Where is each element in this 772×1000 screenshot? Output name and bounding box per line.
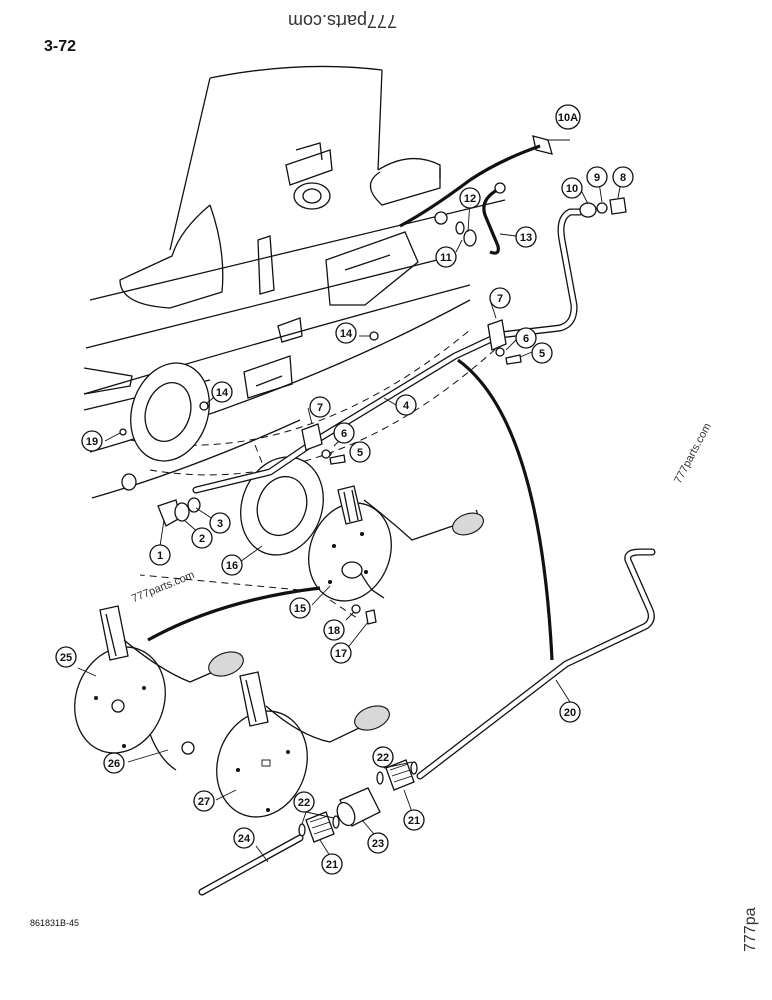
callout-15: 15 — [289, 597, 311, 619]
callout-label: 11 — [440, 252, 452, 264]
callout-label: 6 — [523, 333, 529, 345]
callout-8: 8 — [612, 166, 634, 188]
callout-label: 21 — [326, 859, 338, 871]
callout-2: 2 — [191, 527, 213, 549]
callout-10a: 10A — [555, 104, 581, 130]
callout-label: 23 — [372, 838, 384, 850]
callout-label: 7 — [497, 293, 503, 305]
gasket — [240, 456, 324, 556]
callout-4: 4 — [395, 394, 417, 416]
callout-label: 14 — [216, 387, 229, 399]
callout-label: 24 — [238, 833, 251, 845]
callout-25: 25 — [55, 646, 77, 668]
callout-19: 19 — [81, 430, 103, 452]
callout-13: 13 — [515, 226, 537, 248]
callout-12: 12 — [459, 187, 481, 209]
callout-label: 22 — [298, 797, 310, 809]
callout-label: 8 — [620, 172, 626, 184]
callout-26: 26 — [103, 752, 125, 774]
callout-label: 20 — [564, 707, 576, 719]
callout-label: 5 — [357, 447, 363, 459]
sending-unit-lower — [216, 671, 390, 818]
callout-label: 9 — [594, 172, 600, 184]
filter-assembly — [298, 759, 418, 843]
callout-label: 5 — [539, 348, 545, 360]
callout-27: 27 — [193, 790, 215, 812]
callout-label: 13 — [520, 232, 532, 244]
callout-18: 18 — [323, 619, 345, 641]
callout-5b: 5 — [531, 342, 553, 364]
callout-label: 2 — [199, 533, 205, 545]
callout-21a: 21 — [403, 809, 425, 831]
callout-label: 10A — [558, 112, 578, 124]
callout-17: 17 — [330, 642, 352, 664]
fitting-assembly — [121, 473, 201, 527]
callout-label: 12 — [464, 193, 476, 205]
callout-11: 11 — [435, 246, 457, 268]
return-hose-arc — [147, 358, 554, 661]
callout-label: 4 — [403, 400, 410, 412]
callout-5a: 5 — [349, 441, 371, 463]
sending-unit-upper — [308, 485, 484, 602]
callout-label: 15 — [294, 603, 306, 615]
callout-22b: 22 — [293, 791, 315, 813]
callout-label: 7 — [317, 402, 323, 414]
fuel-line-24 — [198, 834, 304, 896]
callout-label: 10 — [566, 183, 578, 195]
callout-label: 17 — [335, 648, 347, 660]
fuel-line-upper — [192, 208, 584, 494]
callout-20: 20 — [559, 701, 581, 723]
callout-label: 1 — [157, 550, 163, 562]
callout-22a: 22 — [372, 746, 394, 768]
callout-label: 18 — [328, 625, 340, 637]
callout-label: 6 — [341, 428, 347, 440]
callout-14a: 14 — [335, 322, 357, 344]
callout-3: 3 — [209, 512, 231, 534]
callout-label: 19 — [86, 436, 98, 448]
callout-6a: 6 — [333, 422, 355, 444]
callout-label: 14 — [340, 328, 353, 340]
small-hardware — [119, 331, 522, 625]
sending-unit-left — [74, 605, 244, 771]
callout-6b: 6 — [515, 327, 537, 349]
line-clamp — [301, 319, 507, 451]
callout-10: 10 — [561, 177, 583, 199]
callout-7b: 7 — [489, 287, 511, 309]
callout-label: 26 — [108, 758, 120, 770]
callout-9: 9 — [586, 166, 608, 188]
callout-14b: 14 — [211, 381, 233, 403]
callout-23: 23 — [367, 832, 389, 854]
callout-label: 21 — [408, 815, 420, 827]
callout-16: 16 — [221, 554, 243, 576]
callout-label: 16 — [226, 560, 238, 572]
fuel-line-lower — [416, 548, 656, 780]
callout-24: 24 — [233, 827, 255, 849]
callout-label: 22 — [377, 752, 389, 764]
callout-1: 1 — [149, 544, 171, 566]
callout-21b: 21 — [321, 853, 343, 875]
top-fittings — [399, 135, 627, 255]
callout-label: 3 — [217, 518, 223, 530]
document-code: 861831B-45 — [30, 918, 80, 928]
callout-label: 25 — [60, 652, 72, 664]
callout-label: 27 — [198, 796, 210, 808]
mounting-ring-upper — [130, 362, 210, 462]
callout-7a: 7 — [309, 396, 331, 418]
page-number: 3-72 — [44, 38, 77, 55]
